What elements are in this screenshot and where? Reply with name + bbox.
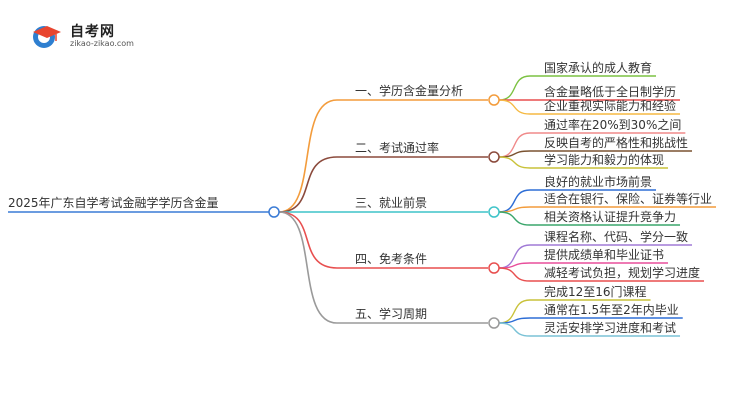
leaf-1-1-topic[interactable]: 国家承认的成人教育 [544, 60, 652, 75]
branch-2-connector [278, 156, 338, 213]
branch-5-topic[interactable]: 五、学习周期 [355, 306, 427, 321]
branch-2-collapse-knob[interactable] [488, 151, 500, 163]
leaf-4-3-connector [498, 267, 531, 282]
leaf-5-3-topic[interactable]: 灵活安排学习进度和考试 [544, 320, 676, 335]
branch-1-topic[interactable]: 一、学历含金量分析 [355, 83, 463, 98]
leaf-1-3-connector [498, 99, 531, 115]
leaf-2-2-topic[interactable]: 反映自考的严格性和挑战性 [544, 135, 688, 150]
leaf-4-2-connector [498, 262, 531, 269]
leaf-2-1-topic[interactable]: 通过率在20%到30%之间 [544, 117, 681, 132]
leaf-4-3-topic[interactable]: 减轻考试负担，规划学习进度 [544, 265, 700, 280]
leaf-1-1-connector [498, 75, 531, 101]
site-logo[interactable]: 自考网 zikao-zikao.com [30, 18, 140, 54]
leaf-3-3-connector [498, 211, 531, 226]
logo-name: 自考网 [70, 24, 115, 40]
leaf-3-2-topic[interactable]: 适合在银行、保险、证券等行业 [544, 191, 712, 206]
root-collapse-knob[interactable] [268, 206, 280, 218]
leaf-1-2-topic[interactable]: 含金量略低于全日制学历 [544, 84, 676, 99]
branch-4-connector [278, 211, 338, 269]
leaf-5-2-topic[interactable]: 通常在1.5年至2年内毕业 [544, 303, 679, 317]
leaf-5-2-connector [498, 317, 531, 324]
branch-1-connector [278, 99, 338, 213]
branch-4-topic[interactable]: 四、免考条件 [355, 251, 427, 266]
branch-5-connector [278, 211, 338, 324]
leaf-5-1-topic[interactable]: 完成12至16门课程 [544, 284, 647, 299]
leaf-4-1-connector [498, 244, 531, 269]
branch-4-collapse-knob[interactable] [488, 262, 500, 274]
root-topic[interactable]: 2025年广东自学考试金融学学历含金量 [8, 195, 219, 210]
leaf-4-1-topic[interactable]: 课程名称、代码、学分一致 [544, 229, 688, 244]
leaf-1-3-topic[interactable]: 企业重视实际能力和经验 [544, 98, 676, 113]
logo-url: zikao-zikao.com [70, 39, 134, 48]
leaf-5-3-connector [498, 322, 531, 337]
leaf-5-1-connector [498, 299, 531, 324]
branch-3-collapse-knob[interactable] [488, 206, 500, 218]
leaf-2-3-topic[interactable]: 学习能力和毅力的体现 [544, 152, 664, 167]
leaf-3-2-connector [498, 206, 531, 213]
branch-2-topic[interactable]: 二、考试通过率 [355, 140, 439, 155]
branch-3-topic[interactable]: 三、就业前景 [355, 195, 427, 210]
graduation-cap-logo-icon [33, 26, 61, 48]
leaf-4-2-topic[interactable]: 提供成绩单和毕业证书 [544, 247, 664, 262]
branch-5-collapse-knob[interactable] [488, 317, 500, 329]
branch-1-collapse-knob[interactable] [488, 94, 500, 106]
leaf-3-3-topic[interactable]: 相关资格认证提升竞争力 [544, 209, 676, 224]
leaf-2-3-connector [498, 156, 531, 169]
leaf-3-1-connector [498, 189, 531, 213]
leaf-3-1-topic[interactable]: 良好的就业市场前景 [544, 174, 652, 189]
